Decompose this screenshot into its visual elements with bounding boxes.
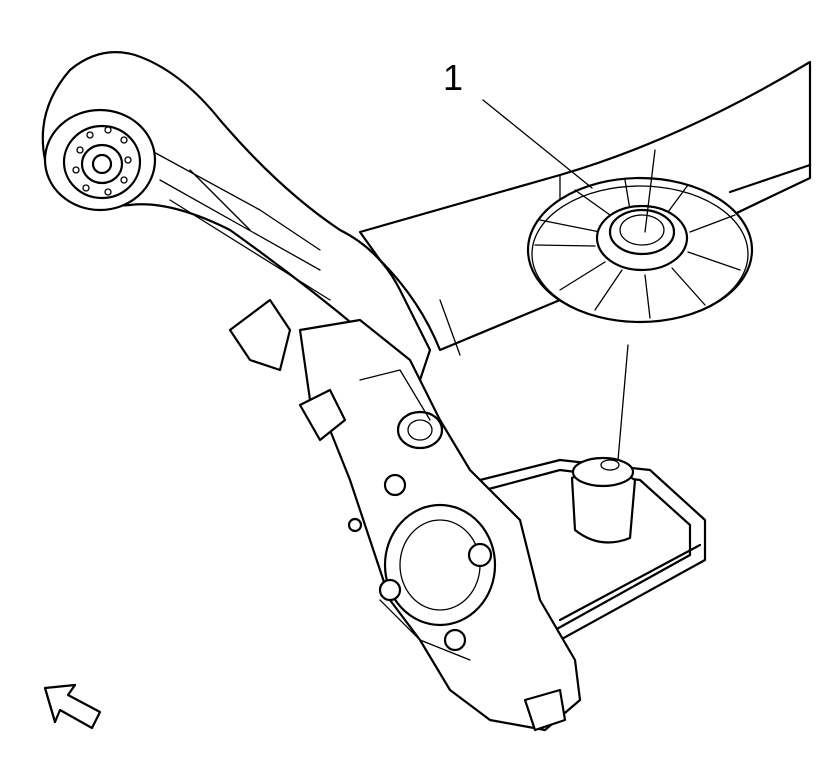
jounce-bumper	[570, 456, 637, 544]
view-direction-arrow-icon	[43, 683, 102, 730]
callout-1-leader	[482, 99, 593, 189]
spring-seat-insulator	[526, 176, 754, 324]
callout-label-1: 1	[443, 57, 464, 98]
knuckle	[228, 298, 582, 732]
alignment-centerline	[617, 149, 656, 461]
arm-bushing	[43, 108, 157, 212]
